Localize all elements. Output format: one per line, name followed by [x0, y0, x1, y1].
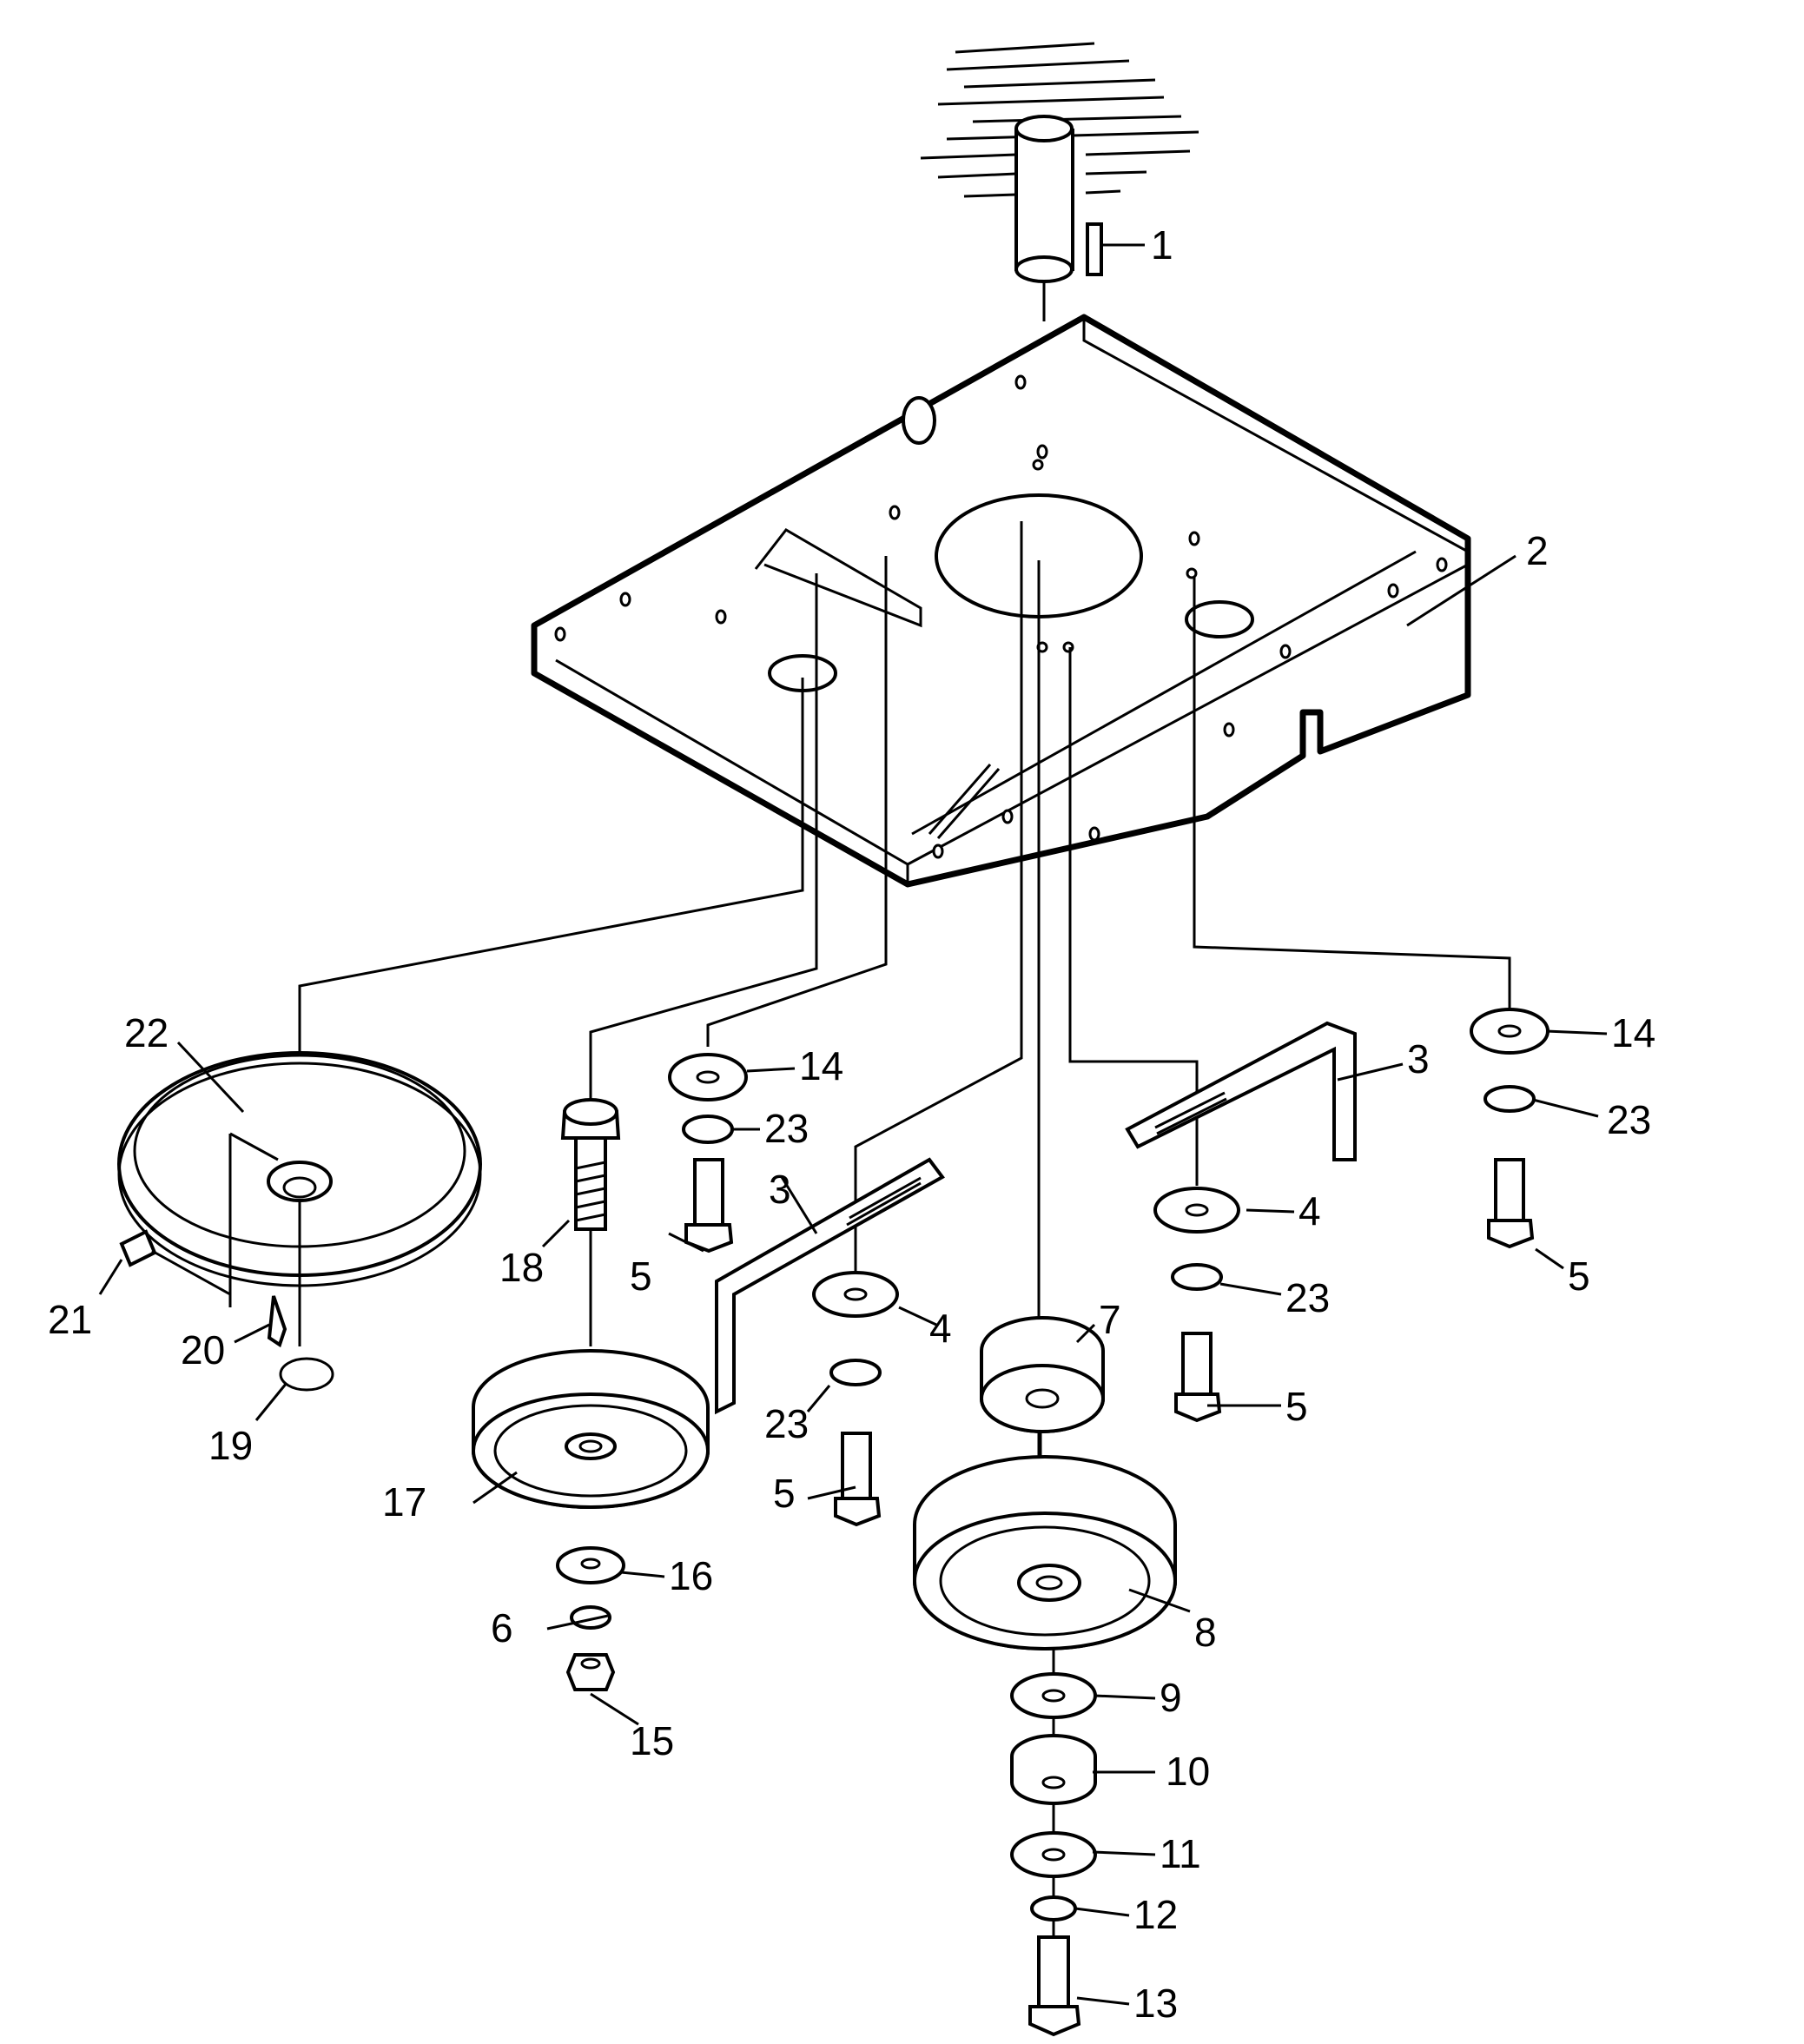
small-pulley: [980, 1316, 1105, 1433]
callout-2: 2: [1526, 528, 1549, 573]
callout-12: 12: [1133, 1892, 1178, 1937]
callout-17: 17: [382, 1479, 426, 1525]
flat-washer: [812, 1271, 899, 1318]
callout-5-a: 5: [630, 1254, 652, 1299]
flat-washer: [1153, 1187, 1240, 1234]
callout-5-b: 5: [773, 1471, 796, 1516]
spacer: [1010, 1734, 1097, 1805]
callout-19: 19: [208, 1423, 253, 1468]
callout-23-d: 23: [1607, 1097, 1651, 1142]
lock-washer: [682, 1115, 734, 1144]
mounting-bracket: [715, 1157, 945, 1415]
drive-pulley: [913, 1455, 1177, 1650]
hex-bolt: [1487, 1158, 1535, 1249]
callout-labels: 1 2 3 3 4 4 5 5 5 5 6 7 8 9 10 11 12 13 …: [48, 222, 1655, 2026]
flat-washer: [1010, 1672, 1097, 1719]
hex-bolt: [1174, 1332, 1222, 1423]
hex-nut: [565, 1653, 616, 1691]
callout-21: 21: [48, 1297, 92, 1342]
leader-lines: [298, 521, 1511, 1989]
callout-3-left: 3: [769, 1167, 791, 1212]
retaining-ring: [279, 1357, 334, 1392]
callout-1: 1: [1151, 222, 1173, 268]
lock-washer: [829, 1359, 882, 1386]
lock-washer: [1171, 1263, 1223, 1291]
woodruff-key: [267, 1295, 287, 1348]
set-screw: [119, 1229, 231, 1296]
lock-washer: [1484, 1085, 1536, 1113]
callout-11: 11: [1160, 1831, 1201, 1876]
callout-7: 7: [1099, 1297, 1121, 1342]
callout-leaders: [98, 554, 1608, 2006]
drive-shaft: [920, 42, 1199, 321]
callout-23-a: 23: [764, 1106, 809, 1151]
callout-18: 18: [499, 1245, 544, 1290]
callout-22: 22: [124, 1010, 169, 1055]
flat-washer: [1470, 1008, 1550, 1055]
spacer: [556, 1546, 625, 1584]
callout-15: 15: [630, 1718, 674, 1763]
callout-20: 20: [181, 1327, 225, 1373]
callout-4-left: 4: [929, 1306, 952, 1351]
idler-pulley: [472, 1349, 710, 1509]
callout-10: 10: [1166, 1749, 1210, 1794]
callout-23-b: 23: [764, 1401, 809, 1446]
callout-9: 9: [1160, 1675, 1182, 1720]
shaft-key: [1086, 222, 1145, 276]
large-pulley: [117, 1051, 482, 1346]
callout-3-right: 3: [1407, 1036, 1430, 1082]
lock-washer: [1030, 1895, 1077, 1922]
mounting-plate: [531, 314, 1471, 888]
hex-bolt: [1028, 1935, 1081, 2037]
callout-23-c: 23: [1285, 1275, 1330, 1320]
hex-bolt: [834, 1432, 882, 1527]
flat-washer: [668, 1053, 748, 1101]
flat-washer: [1010, 1831, 1097, 1878]
callout-8: 8: [1194, 1610, 1217, 1655]
callout-14-left: 14: [799, 1043, 843, 1088]
callout-14-right: 14: [1611, 1010, 1655, 1055]
callout-16: 16: [669, 1553, 713, 1598]
callout-6: 6: [491, 1605, 513, 1650]
mounting-bracket: [1125, 1021, 1357, 1161]
hex-bolt: [684, 1158, 734, 1254]
pulley-bolt: [560, 1098, 621, 1231]
callout-13: 13: [1133, 1981, 1178, 2026]
callout-5-c: 5: [1285, 1384, 1308, 1429]
callout-4-right: 4: [1298, 1188, 1321, 1234]
callout-5-d: 5: [1568, 1254, 1590, 1299]
